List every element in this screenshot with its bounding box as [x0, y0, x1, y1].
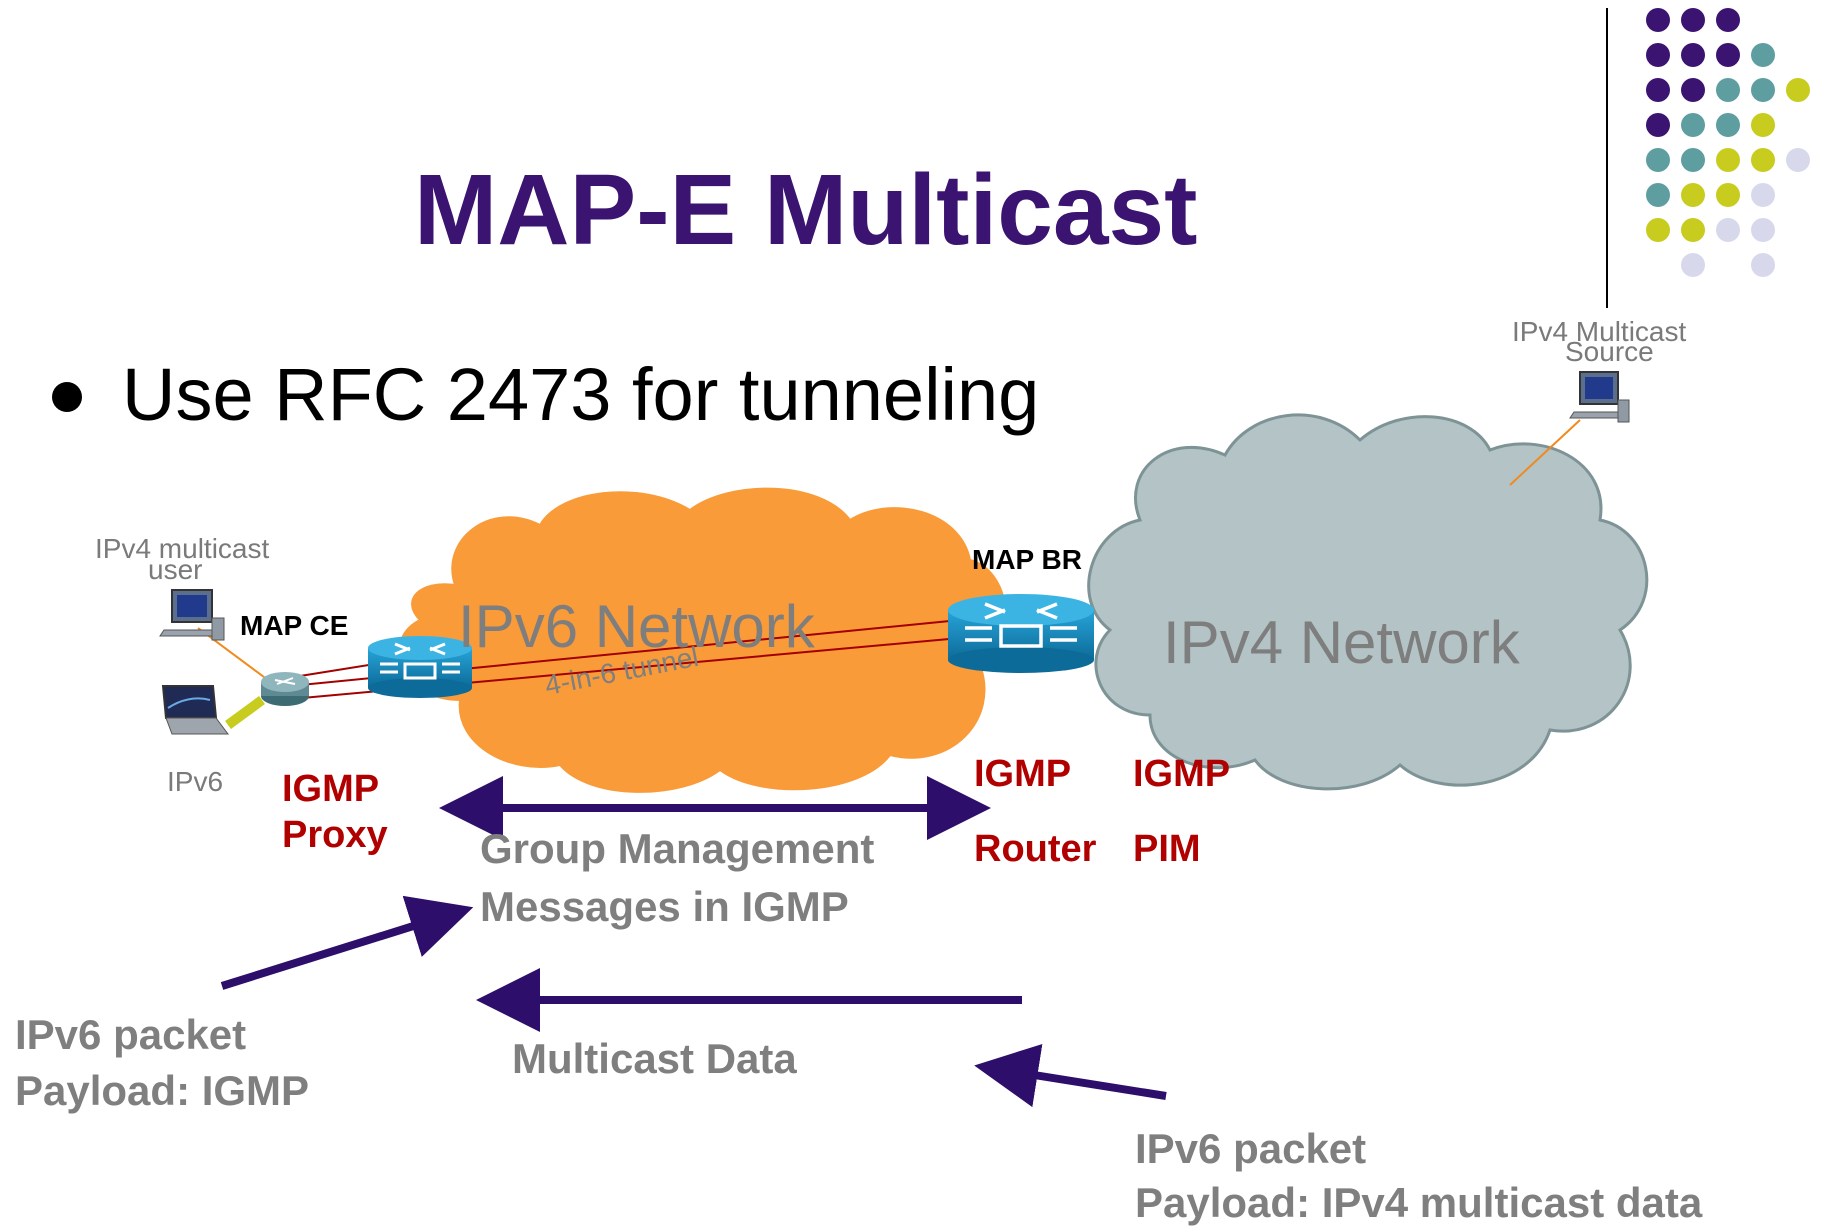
user-link [197, 627, 269, 681]
right-callout-line1: IPv6 packet [1135, 1125, 1367, 1172]
decorative-dot [1786, 78, 1810, 102]
decorative-dot [1681, 43, 1705, 67]
map-ce-label: MAP CE [240, 610, 349, 641]
decorative-dot [1751, 78, 1775, 102]
left-callout-line2: Payload: IGMP [15, 1067, 310, 1114]
group-management-label-line2: Messages in IGMP [480, 883, 849, 930]
ce-igmp-label: IGMP [282, 768, 380, 810]
decorative-dot [1681, 218, 1705, 242]
bullet-text: Use RFC 2473 for tunneling [122, 353, 1040, 436]
decorative-dot [1646, 8, 1670, 32]
decorative-dot [1681, 253, 1705, 277]
ipv6-host-label: IPv6 [167, 766, 224, 797]
map-br-label: MAP BR [972, 544, 1082, 575]
dot-grid [1646, 8, 1810, 277]
decorative-dot [1681, 113, 1705, 137]
right-callout-arrow [974, 1043, 1167, 1108]
multicast-source-label-line1: IPv4 Multicast [1512, 316, 1687, 347]
br-igmp-label: IGMP [974, 753, 1072, 795]
decorative-dot [1646, 78, 1670, 102]
ce-proxy-label: Proxy [282, 814, 388, 856]
decorative-dot [1646, 183, 1670, 207]
ipv6-network-label: IPv6 Network [458, 593, 815, 660]
pc-source-icon [1569, 371, 1630, 423]
decorative-dot [1681, 78, 1705, 102]
decorative-dot [1716, 148, 1740, 172]
decorative-dot [1751, 183, 1775, 207]
decorative-dot [1716, 113, 1740, 137]
decorative-dot [1681, 148, 1705, 172]
laptop-link [225, 695, 265, 730]
map-br-router-icon [948, 594, 1094, 673]
bullet-icon [52, 382, 82, 412]
v4-igmp-label: IGMP [1133, 753, 1231, 795]
decorative-dot [1716, 183, 1740, 207]
ipv4-network-label: IPv4 Network [1163, 609, 1520, 676]
left-callout-arrow [220, 895, 474, 990]
decorative-dot [1751, 148, 1775, 172]
ipv4-network-cloud [1087, 413, 1649, 791]
ipv6-network-cloud [398, 487, 1007, 793]
pc-user-icon [159, 589, 225, 641]
decorative-dot [1681, 183, 1705, 207]
group-management-label-line1: Group Management [480, 825, 875, 872]
laptop-icon [161, 685, 229, 735]
decorative-dot [1786, 148, 1810, 172]
decorative-dot [1646, 218, 1670, 242]
decorative-dot [1751, 113, 1775, 137]
map-ce-router-icon [368, 636, 472, 698]
decorative-dot [1646, 148, 1670, 172]
left-callout-line1: IPv6 packet [15, 1011, 247, 1058]
br-router-label: Router [974, 828, 1097, 870]
decorative-dot [1716, 43, 1740, 67]
home-gateway-icon [261, 672, 309, 706]
multicast-data-label: Multicast Data [512, 1035, 797, 1082]
decorative-dot [1646, 113, 1670, 137]
source-link [1509, 419, 1581, 486]
decorative-dot [1646, 43, 1670, 67]
decorative-dot [1751, 218, 1775, 242]
decorative-dot [1751, 253, 1775, 277]
slide-title: MAP-E Multicast [414, 154, 1198, 266]
v4-pim-label: PIM [1133, 828, 1201, 870]
decorative-dot [1751, 43, 1775, 67]
multicast-user-label-line1: IPv4 multicast [95, 533, 270, 564]
multicast-user-label-line2: user [148, 554, 203, 585]
decorative-dot [1681, 8, 1705, 32]
right-callout-line2: Payload: IPv4 multicast data [1135, 1179, 1703, 1226]
decorative-dot [1716, 218, 1740, 242]
decorative-dot [1716, 78, 1740, 102]
multicast-source-label-line2: Source [1565, 336, 1654, 367]
decorative-dot [1716, 8, 1740, 32]
